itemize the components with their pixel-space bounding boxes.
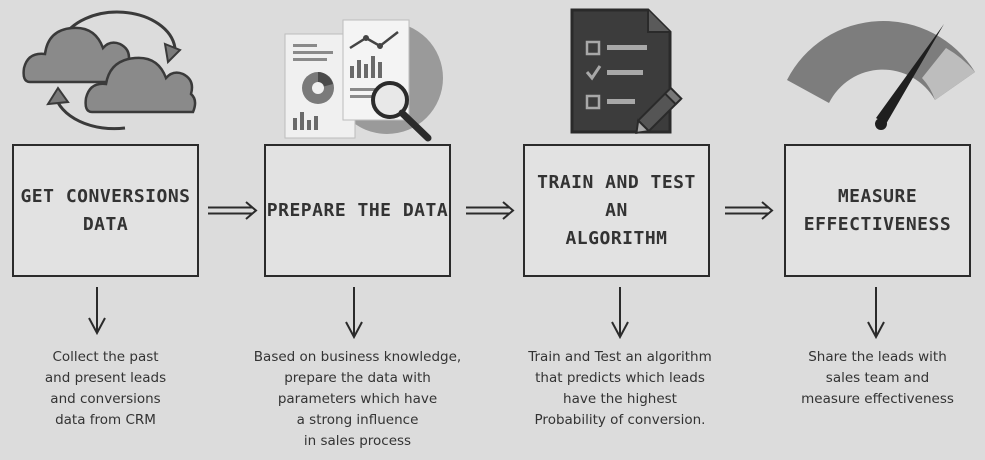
arrow-down-step3 — [611, 287, 629, 340]
checklist-document-icon — [570, 8, 683, 135]
step-box-train-test: TRAIN AND TEST AN ALGORITHM — [523, 144, 710, 277]
step-title: TRAIN AND TEST AN ALGORITHM — [537, 171, 696, 249]
arrow-step2-to-step3 — [466, 201, 515, 220]
step-description: Based on business knowledge, prepare the… — [253, 349, 462, 449]
data-analysis-icon — [284, 19, 443, 142]
arrow-down-step1 — [88, 287, 106, 336]
step-description: Share the leads with sales team and meas… — [801, 349, 954, 407]
step-title: MEASURE EFFECTIVENESS — [803, 185, 952, 235]
step-description: Collect the past and present leads and c… — [44, 349, 167, 428]
speedometer-gauge-icon — [787, 20, 975, 130]
cloud-sync-icon — [22, 10, 197, 131]
step-box-measure-effectiveness: MEASURE EFFECTIVENESS — [784, 144, 971, 277]
arrow-step3-to-step4 — [725, 201, 774, 220]
step-title: PREPARE THE DATA — [266, 199, 449, 221]
step-box-prepare-data: PREPARE THE DATA — [264, 144, 451, 277]
step-description: Train and Test an algorithm that predict… — [528, 349, 712, 428]
arrow-down-step4 — [867, 287, 885, 340]
arrow-down-step2 — [345, 287, 363, 340]
step-title: GET CONVERSIONS DATA — [20, 185, 191, 235]
step-box-get-conversions: GET CONVERSIONS DATA — [12, 144, 199, 277]
arrow-step1-to-step2 — [208, 201, 258, 220]
